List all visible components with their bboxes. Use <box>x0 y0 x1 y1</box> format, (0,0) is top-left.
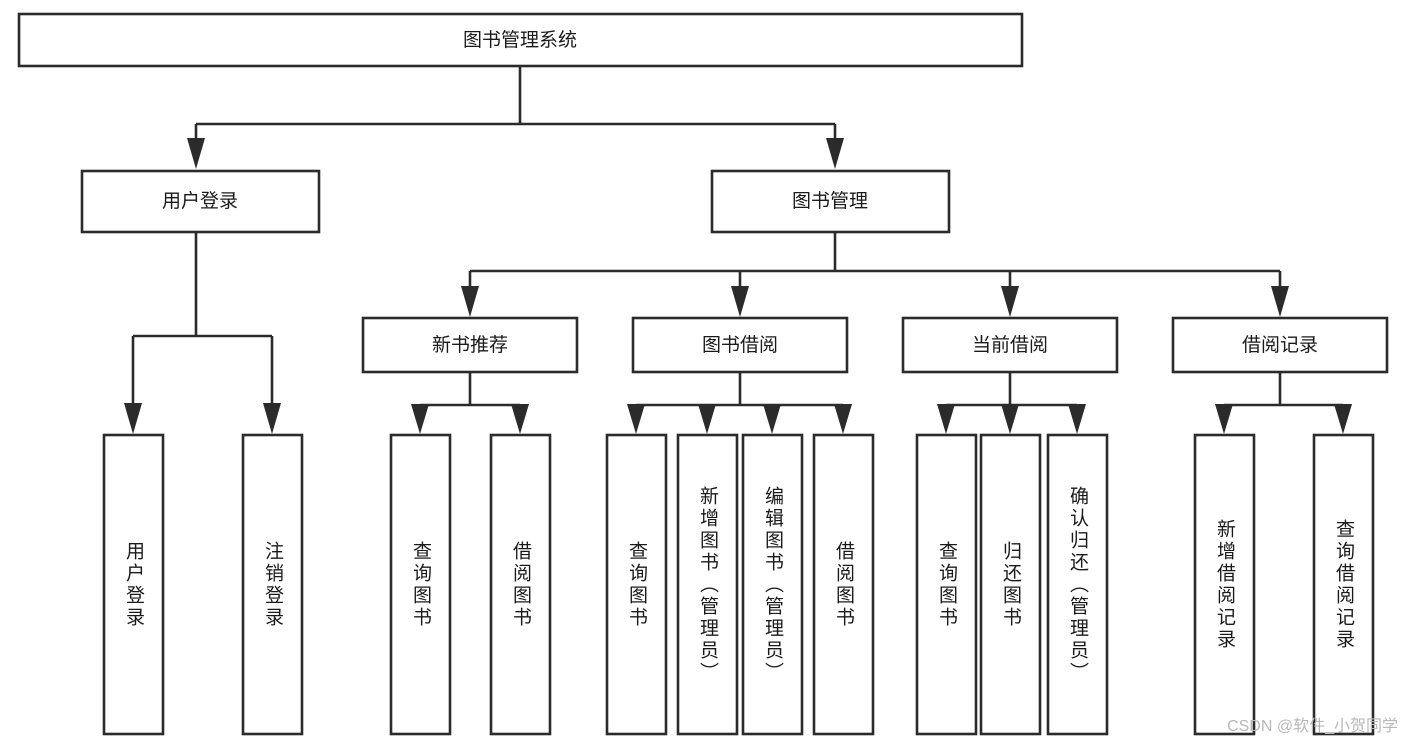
arrow-head-book-mgmt <box>826 138 844 169</box>
leaf-br-query-record-box[interactable] <box>1312 433 1375 736</box>
node-root-label: 图书管理系统 <box>463 29 577 51</box>
leaf-node-cb-confirm-return[interactable] <box>1046 433 1109 736</box>
arrow-head-cb-leaf-3 <box>1068 404 1086 434</box>
arrow-head-current-borrow <box>1001 286 1019 317</box>
connector-group-borrow-record-to-leaves <box>1215 373 1352 434</box>
leaf-cb-return-book-box[interactable] <box>979 433 1042 736</box>
arrow-head-bb-leaf-4 <box>834 404 852 434</box>
node-root-box[interactable] <box>17 12 1024 68</box>
node-borrow-record[interactable]: 借阅记录 <box>1171 316 1389 374</box>
leaf-bb-edit-book-box[interactable] <box>741 433 804 736</box>
leaf-cb-query-book-box[interactable] <box>915 433 978 736</box>
arrow-head-nb-leaf-1 <box>411 404 429 434</box>
arrow-head-br-leaf-2 <box>1334 404 1352 434</box>
node-book-management-label: 图书管理 <box>792 190 868 212</box>
node-current-borrow-box[interactable] <box>901 316 1119 374</box>
node-current-borrow[interactable]: 当前借阅 <box>901 316 1119 374</box>
node-user-login[interactable]: 用户登录 <box>80 169 321 234</box>
connector-group-user-login-to-leaves <box>124 233 281 434</box>
arrow-head-bb-leaf-3 <box>763 404 781 434</box>
leaf-node-user-login[interactable] <box>102 433 165 736</box>
arrow-head-br-leaf-1 <box>1215 404 1233 434</box>
leaf-node-cb-query-book[interactable] <box>915 433 978 736</box>
leaf-nb-query-book-box[interactable] <box>389 433 452 736</box>
leaf-user-login-box[interactable] <box>102 433 165 736</box>
node-new-book-recommend-box[interactable] <box>361 316 579 374</box>
arrow-head-bb-leaf-1 <box>627 404 645 434</box>
node-borrow-record-label: 借阅记录 <box>1242 334 1318 356</box>
connector-group-book-borrow-to-leaves <box>627 373 852 434</box>
leaf-bb-add-book-box[interactable] <box>676 433 739 736</box>
leaf-node-br-query-record[interactable] <box>1312 433 1375 736</box>
leaf-node-bb-query-book[interactable] <box>605 433 668 736</box>
leaf-node-bb-add-book[interactable] <box>676 433 739 736</box>
leaf-node-cb-return-book[interactable] <box>979 433 1042 736</box>
leaf-node-br-add-record[interactable] <box>1193 433 1256 736</box>
arrow-head-cb-leaf-1 <box>937 404 955 434</box>
arrow-head-borrow-record <box>1271 286 1289 317</box>
leaf-node-bb-borrow-book[interactable] <box>812 433 875 736</box>
leaf-cb-confirm-return-box[interactable] <box>1046 433 1109 736</box>
leaf-node-nb-query-book[interactable] <box>389 433 452 736</box>
arrow-head-book-borrow <box>731 286 749 317</box>
arrow-head-new-book <box>461 286 479 317</box>
leaf-bb-query-book-box[interactable] <box>605 433 668 736</box>
node-new-book-recommend-label: 新书推荐 <box>432 334 508 356</box>
leaf-node-nb-borrow-book[interactable] <box>489 433 552 736</box>
arrow-head-leaf-user-login <box>124 403 142 434</box>
node-book-management[interactable]: 图书管理 <box>710 169 951 234</box>
node-book-borrow-box[interactable] <box>631 316 849 374</box>
node-book-borrow-label: 图书借阅 <box>702 334 778 356</box>
arrow-head-user-login <box>187 138 205 169</box>
leaf-br-add-record-box[interactable] <box>1193 433 1256 736</box>
node-book-management-box[interactable] <box>710 169 951 234</box>
arrow-head-cb-leaf-2 <box>1001 404 1019 434</box>
arrow-head-bb-leaf-2 <box>698 404 716 434</box>
leaf-node-logout[interactable] <box>241 433 304 736</box>
node-new-book-recommend[interactable]: 新书推荐 <box>361 316 579 374</box>
connector-group-new-book-to-leaves <box>411 373 529 434</box>
arrow-head-nb-leaf-2 <box>511 404 529 434</box>
node-user-login-label: 用户登录 <box>162 190 238 212</box>
node-current-borrow-label: 当前借阅 <box>972 334 1048 356</box>
leaf-node-bb-edit-book[interactable] <box>741 433 804 736</box>
node-borrow-record-box[interactable] <box>1171 316 1389 374</box>
node-root[interactable]: 图书管理系统 <box>17 12 1024 68</box>
connector-group-current-borrow-to-leaves <box>937 373 1086 434</box>
leaf-logout-box[interactable] <box>241 433 304 736</box>
connector-group-root-to-level2 <box>187 66 844 169</box>
connector-group-book-mgmt-to-level3 <box>461 233 1289 317</box>
arrow-head-leaf-logout <box>263 403 281 434</box>
node-user-login-box[interactable] <box>80 169 321 234</box>
node-book-borrow[interactable]: 图书借阅 <box>631 316 849 374</box>
leaf-bb-borrow-book-box[interactable] <box>812 433 875 736</box>
leaf-nb-borrow-book-box[interactable] <box>489 433 552 736</box>
